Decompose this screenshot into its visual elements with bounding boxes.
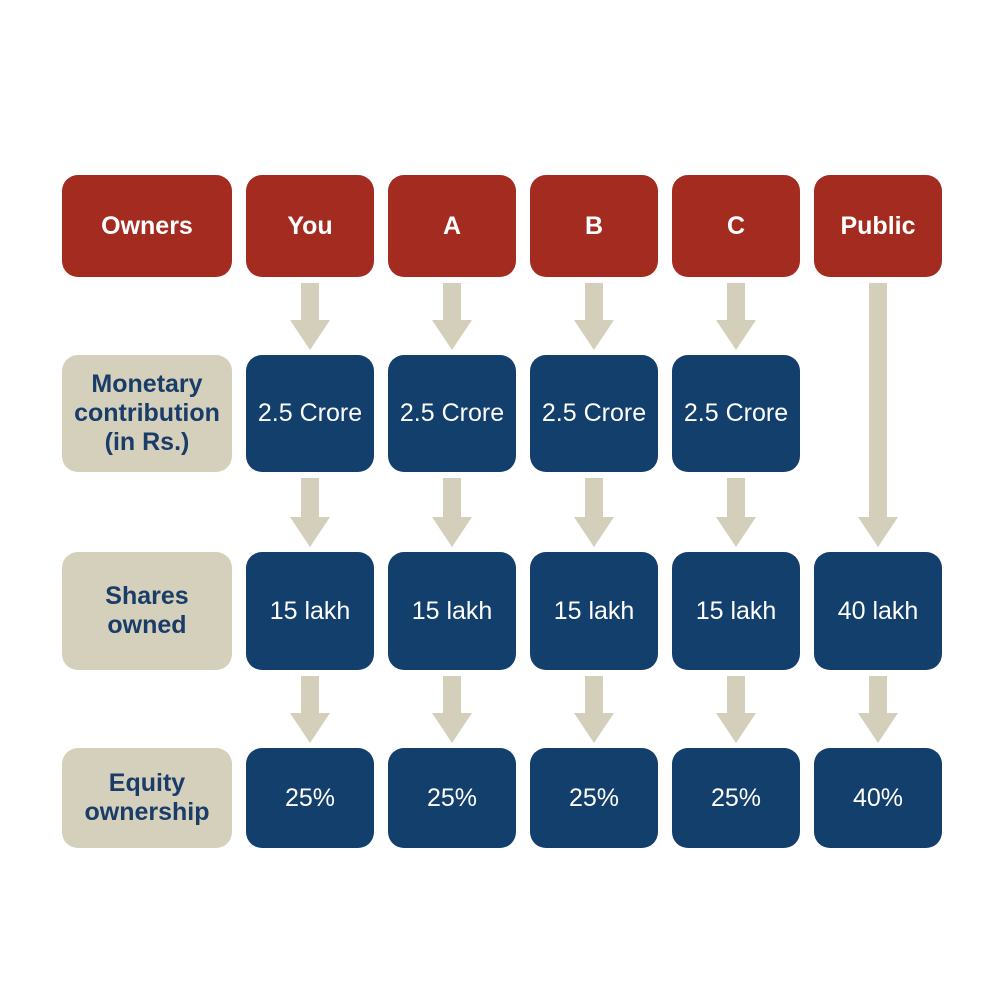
header-box-c: C: [672, 175, 800, 277]
arrow-shaft: [869, 283, 887, 517]
value-box-monetary-c: 2.5 Crore: [672, 355, 800, 472]
down-arrow-icon: [432, 472, 472, 552]
down-arrow-icon: [716, 670, 756, 748]
arrow-head: [432, 517, 472, 547]
arrow-head: [858, 517, 898, 547]
value-box-monetary-a: 2.5 Crore: [388, 355, 516, 472]
value-box-shares-public: 40 lakh: [814, 552, 942, 670]
arrow-head: [716, 517, 756, 547]
arrow-head: [432, 320, 472, 350]
value-box-shares-c: 15 lakh: [672, 552, 800, 670]
header-box-b: B: [530, 175, 658, 277]
arrow-head: [290, 517, 330, 547]
value-box-equity-b: 25%: [530, 748, 658, 848]
row-label-equity-ownership: Equity ownership: [62, 748, 232, 848]
arrow-head: [858, 713, 898, 743]
arrow-shaft: [727, 283, 745, 320]
arrow-head: [574, 320, 614, 350]
down-arrow-icon: [716, 277, 756, 355]
arrow-shaft: [443, 676, 461, 713]
header-box-a: A: [388, 175, 516, 277]
down-arrow-icon: [716, 472, 756, 552]
arrow-shaft: [585, 283, 603, 320]
arrow-shaft: [585, 676, 603, 713]
down-arrow-icon: [574, 472, 614, 552]
down-arrow-long-icon: [858, 277, 898, 552]
arrow-head: [290, 713, 330, 743]
down-arrow-icon: [574, 277, 614, 355]
value-box-equity-a: 25%: [388, 748, 516, 848]
arrow-shaft: [727, 676, 745, 713]
down-arrow-icon: [432, 277, 472, 355]
value-box-equity-you: 25%: [246, 748, 374, 848]
value-box-shares-a: 15 lakh: [388, 552, 516, 670]
row-label-monetary-contribution: Monetary contribution (in Rs.): [62, 355, 232, 472]
down-arrow-icon: [574, 670, 614, 748]
arrow-head: [290, 320, 330, 350]
down-arrow-icon: [290, 670, 330, 748]
arrow-shaft: [301, 676, 319, 713]
arrow-shaft: [869, 676, 887, 713]
arrow-shaft: [301, 478, 319, 517]
down-arrow-icon: [858, 670, 898, 748]
arrow-shaft: [585, 478, 603, 517]
value-box-equity-c: 25%: [672, 748, 800, 848]
arrow-head: [716, 320, 756, 350]
value-box-shares-you: 15 lakh: [246, 552, 374, 670]
arrow-shaft: [727, 478, 745, 517]
value-box-monetary-you: 2.5 Crore: [246, 355, 374, 472]
arrow-head: [432, 713, 472, 743]
arrow-head: [716, 713, 756, 743]
arrow-shaft: [443, 478, 461, 517]
down-arrow-icon: [290, 277, 330, 355]
value-box-equity-public: 40%: [814, 748, 942, 848]
arrow-head: [574, 713, 614, 743]
header-box-you: You: [246, 175, 374, 277]
header-box-public: Public: [814, 175, 942, 277]
down-arrow-icon: [290, 472, 330, 552]
header-box-owners: Owners: [62, 175, 232, 277]
row-label-shares-owned: Shares owned: [62, 552, 232, 670]
down-arrow-icon: [432, 670, 472, 748]
value-box-shares-b: 15 lakh: [530, 552, 658, 670]
arrow-head: [574, 517, 614, 547]
arrow-shaft: [301, 283, 319, 320]
diagram-grid: Owners You A B C Public Monetary contrib…: [62, 175, 942, 848]
arrow-shaft: [443, 283, 461, 320]
value-box-monetary-b: 2.5 Crore: [530, 355, 658, 472]
